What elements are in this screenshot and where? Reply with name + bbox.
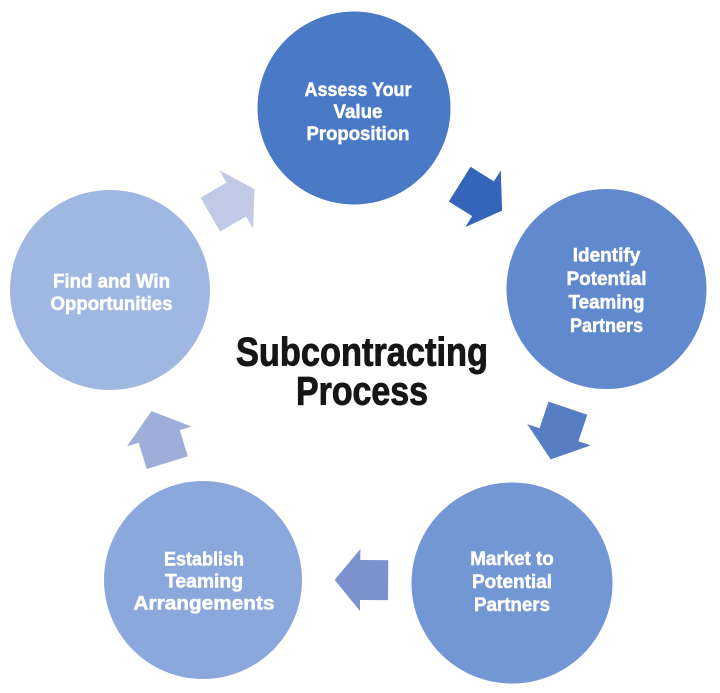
svg-text:Market to: Market to xyxy=(470,549,554,570)
svg-text:Subcontracting: Subcontracting xyxy=(236,331,488,375)
svg-text:Arrangements: Arrangements xyxy=(134,594,275,615)
svg-text:Value: Value xyxy=(334,102,383,123)
svg-text:Partners: Partners xyxy=(474,595,550,616)
svg-text:Partners: Partners xyxy=(570,316,643,337)
svg-text:Proposition: Proposition xyxy=(307,124,410,145)
svg-text:Opportunities: Opportunities xyxy=(51,294,173,315)
svg-text:Teaming: Teaming xyxy=(165,572,243,593)
svg-text:Establish: Establish xyxy=(164,550,244,571)
svg-text:Assess Your: Assess Your xyxy=(305,80,413,101)
svg-text:Process: Process xyxy=(296,370,428,414)
svg-text:Teaming: Teaming xyxy=(569,293,645,314)
svg-text:Identify: Identify xyxy=(573,246,641,267)
svg-text:Find and Win: Find and Win xyxy=(53,272,170,293)
svg-text:Potential: Potential xyxy=(567,269,647,290)
svg-text:Potential: Potential xyxy=(472,572,552,593)
